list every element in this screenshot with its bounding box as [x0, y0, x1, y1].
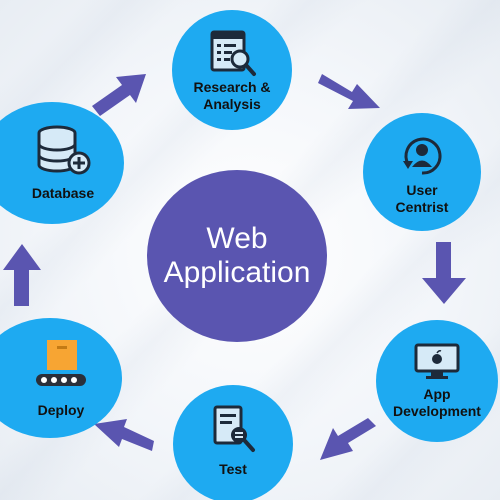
arrow-database-to-research	[92, 74, 146, 116]
node-database-label: Database	[31, 184, 95, 201]
node-deploy: Deploy	[0, 318, 122, 438]
node-user-label-line2: Centrist	[395, 199, 449, 215]
node-app-label-line1: App	[423, 386, 451, 402]
center-title-line1: Web	[206, 222, 268, 255]
node-research-analysis: Research & Analysis	[172, 10, 292, 130]
node-app-development: App Development	[376, 320, 498, 442]
arrow-user-to-app	[422, 242, 466, 304]
node-test: Test	[173, 385, 293, 500]
node-user-label-line1: User	[406, 182, 438, 198]
monitor-apple-icon	[414, 343, 460, 379]
arrow-app-to-test	[320, 418, 376, 460]
center-title-line2: Application	[163, 256, 311, 289]
document-search-icon	[213, 405, 255, 452]
report-search-icon	[210, 30, 256, 76]
node-deploy-label: Deploy	[37, 401, 85, 418]
arrow-test-to-deploy	[94, 419, 154, 451]
node-test-label: Test	[219, 460, 247, 477]
node-research-label-line2: Analysis	[203, 96, 261, 112]
arrow-deploy-to-database	[3, 244, 41, 306]
node-research-label-line1: Research &	[193, 79, 271, 95]
node-database: Database	[0, 102, 124, 224]
node-user-centrist: User Centrist	[363, 113, 481, 231]
node-app-label-line2: Development	[393, 403, 481, 419]
database-add-icon	[37, 125, 91, 174]
arrow-research-to-user	[318, 74, 380, 109]
conveyor-box-icon	[36, 339, 86, 386]
user-refresh-icon	[403, 137, 442, 175]
center-circle: Web Application	[147, 170, 327, 342]
